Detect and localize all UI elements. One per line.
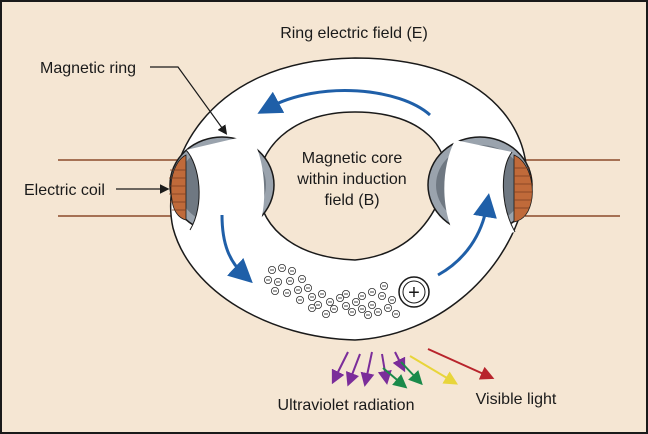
minus-circle-icon: [351, 297, 360, 306]
electric-coil-label: Electric coil: [24, 182, 105, 199]
core-label-line3: field (B): [324, 192, 379, 209]
minus-circle-icon: [267, 265, 276, 274]
minus-circle-icon: [270, 286, 279, 295]
minus-circle-icon: [303, 283, 312, 292]
minus-circle-icon: [341, 289, 350, 298]
minus-circle-icon: [383, 303, 392, 312]
ring-tube: [169, 57, 528, 341]
minus-circle-icon: [325, 297, 334, 306]
minus-circle-icon: [347, 307, 356, 316]
ring-field-label: Ring electric field (E): [280, 25, 428, 42]
minus-circle-icon: [379, 281, 388, 290]
minus-circle-icon: [263, 275, 272, 284]
minus-circle-icon: [282, 288, 291, 297]
minus-circle-icon: [295, 295, 304, 304]
minus-circle-icon: [307, 292, 316, 301]
curved-arrow-icon: [257, 88, 432, 117]
minus-circle-icon: [357, 304, 366, 313]
minus-circle-icon: [329, 304, 338, 313]
minus-circle-icon: [391, 309, 400, 318]
minus-circle-icon: [387, 295, 396, 304]
uv-label: Ultraviolet radiation: [278, 397, 415, 414]
magnetic-ring-left: [169, 135, 275, 245]
minus-circle-icon: [377, 291, 386, 300]
visible-light-label: Visible light: [476, 391, 557, 408]
green-light-arrows: [382, 361, 423, 389]
minus-circle-icon: [341, 301, 350, 310]
magnetic-ring-label: Magnetic ring: [40, 60, 136, 77]
field-arrows: [220, 88, 497, 284]
yellow-light-arrow: [409, 355, 459, 385]
curved-arrow-icon: [220, 214, 253, 284]
plus-circle-icon: +: [398, 276, 430, 308]
minus-circle-icon: [367, 300, 376, 309]
minus-circle-icon: [293, 285, 302, 294]
red-light-arrow: [427, 348, 495, 380]
minus-circle-icon: [287, 266, 296, 275]
minus-circle-icon: [285, 276, 294, 285]
coil-winding-left: [170, 154, 187, 221]
minus-circle-icon: [373, 307, 382, 316]
ion-symbol: +: [408, 282, 420, 304]
minus-circle-icon: [307, 303, 316, 312]
minus-circle-icon: [321, 309, 330, 318]
magnetic-ring-pointer: [150, 66, 228, 135]
magnetic-ring-right: [427, 136, 533, 245]
uv-arrows: [331, 351, 406, 387]
minus-circle-icon: [335, 293, 344, 302]
electron-cloud: [263, 263, 400, 319]
minus-circle-icon: [357, 291, 366, 300]
coil-winding-right: [513, 154, 533, 223]
minus-circle-icon: [367, 287, 376, 296]
minus-circle-icon: [277, 263, 286, 272]
minus-circle-icon: [273, 277, 282, 286]
minus-circle-icon: [297, 274, 306, 283]
core-label-line2: within induction: [296, 171, 406, 188]
core-label-line1: Magnetic core: [302, 150, 403, 167]
coil-wires: [58, 159, 620, 217]
curved-arrow-icon: [437, 193, 497, 277]
minus-circle-icon: [363, 310, 372, 319]
minus-circle-icon: [317, 289, 326, 298]
